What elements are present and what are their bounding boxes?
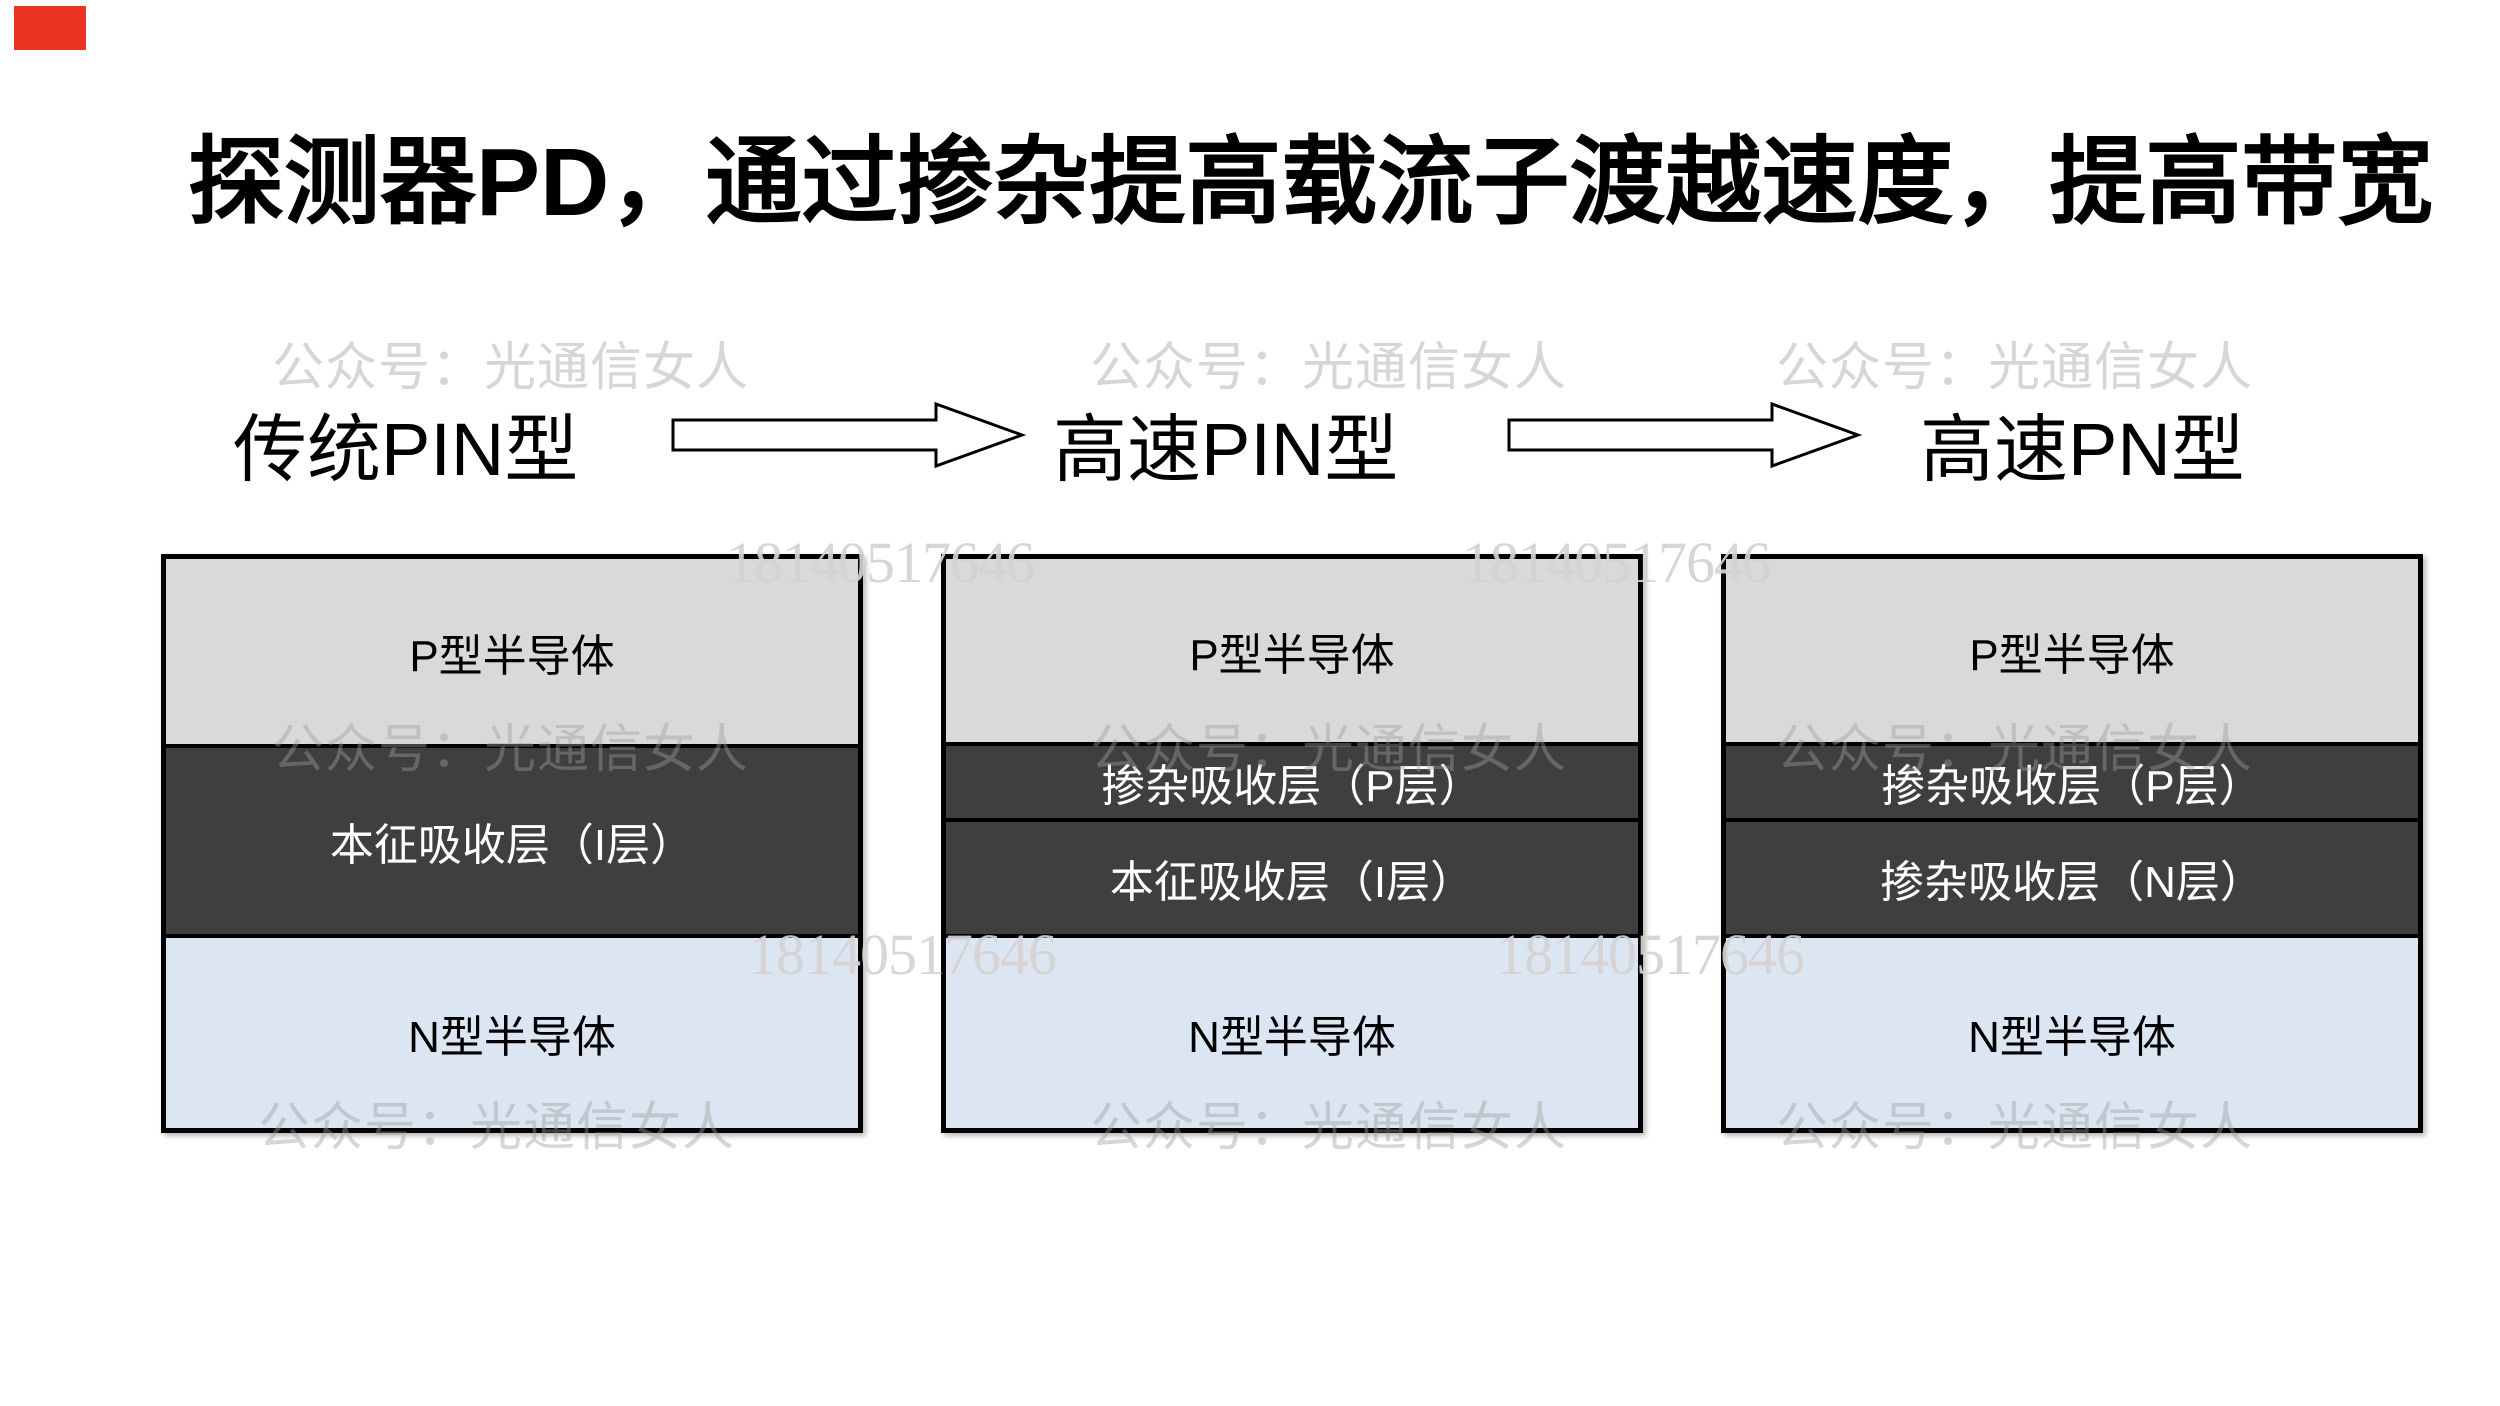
layer-doped-absorption-p: 掺杂吸收层（P层）: [946, 742, 1638, 818]
layer-label: 本征吸收层（I层）: [329, 821, 695, 870]
layer-label: P型半导体: [409, 631, 615, 681]
layer-p-semiconductor: P型半导体: [1726, 559, 2418, 742]
layer-n-semiconductor: N型半导体: [1726, 934, 2418, 1128]
stage-label-traditional-pin: 传统PIN型: [233, 408, 579, 491]
layer-intrinsic-absorption: 本征吸收层（I层）: [166, 744, 858, 934]
watermark-account: 公众号：光通信女人: [272, 339, 750, 397]
layer-n-semiconductor: N型半导体: [946, 934, 1638, 1128]
arrow-right-icon: [671, 401, 1026, 469]
layer-p-semiconductor: P型半导体: [946, 559, 1638, 742]
layer-label: 掺杂吸收层（N层）: [1880, 858, 2264, 907]
layer-intrinsic-absorption: 本征吸收层（I层）: [946, 818, 1638, 934]
layer-label: 掺杂吸收层（P层）: [1101, 762, 1483, 811]
stack-highspeed-pin: P型半导体 掺杂吸收层（P层） 本征吸收层（I层） N型半导体: [941, 554, 1643, 1133]
page-title: 探测器PD，通过掺杂提高载流子渡越速度，提高带宽: [188, 129, 2434, 236]
arrow-right-icon: [1507, 401, 1862, 469]
layer-doped-absorption-p: 掺杂吸收层（P层）: [1726, 742, 2418, 818]
stack-highspeed-pn: P型半导体 掺杂吸收层（P层） 掺杂吸收层（N层） N型半导体: [1721, 554, 2423, 1133]
layer-label: 本征吸收层（I层）: [1109, 858, 1475, 907]
layer-label: P型半导体: [1189, 630, 1395, 680]
stage-label-highspeed-pn: 高速PN型: [1920, 408, 2245, 491]
layer-p-semiconductor: P型半导体: [166, 559, 858, 744]
red-corner-mark: [14, 6, 86, 50]
layer-label: N型半导体: [408, 1013, 616, 1062]
layer-label: P型半导体: [1969, 630, 2175, 680]
layer-label: N型半导体: [1188, 1013, 1396, 1062]
watermark-account: 公众号：光通信女人: [1090, 339, 1568, 397]
stack-traditional-pin: P型半导体 本征吸收层（I层） N型半导体: [161, 554, 863, 1133]
watermark-account: 公众号：光通信女人: [1776, 339, 2254, 397]
layer-doped-absorption-n: 掺杂吸收层（N层）: [1726, 818, 2418, 934]
stage-label-highspeed-pin: 高速PIN型: [1053, 408, 1399, 491]
layer-label: N型半导体: [1968, 1013, 2176, 1062]
layer-label: 掺杂吸收层（P层）: [1881, 762, 2263, 811]
layer-n-semiconductor: N型半导体: [166, 934, 858, 1128]
